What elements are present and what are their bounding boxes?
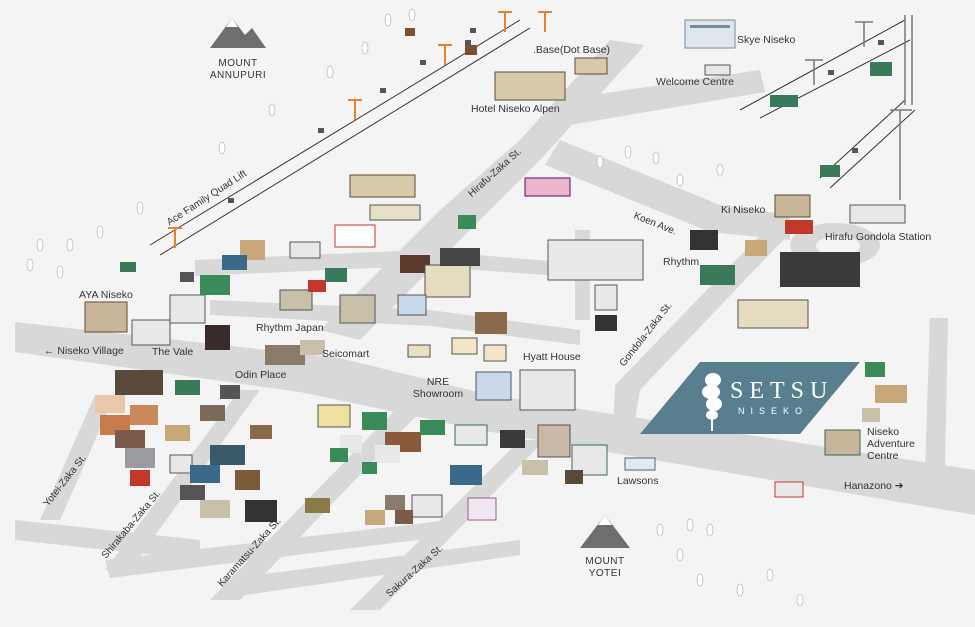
- shirakaba-zaka-road: [105, 390, 260, 570]
- mountain-annupuri-line1: MOUNT: [218, 58, 258, 69]
- label-lawsons: Lawsons: [617, 475, 659, 487]
- koen-ave-road: [545, 140, 790, 240]
- label-hanazono[interactable]: Hanazono ➔: [844, 480, 904, 492]
- setsu-sub: NISEKO: [738, 406, 809, 416]
- label-nre-line1: NRE: [426, 376, 450, 388]
- mountain-icon-yotei: [580, 515, 630, 548]
- label-skye-niseko: Skye Niseko: [737, 34, 796, 46]
- label-welcome-centre: Welcome Centre: [656, 76, 735, 88]
- label-hotel-niseko-alpen: Hotel Niseko Alpen: [471, 103, 560, 115]
- lift-towers: [168, 11, 552, 248]
- label-adventure-line3: Centre: [867, 450, 899, 462]
- mid-street-2: [210, 300, 580, 345]
- label-odin-place: Odin Place: [235, 369, 287, 381]
- label-nre-showroom: NRE Showroom: [412, 376, 464, 400]
- label-aya-niseko: AYA Niseko: [79, 289, 133, 301]
- lower-road-1: [15, 520, 200, 560]
- setsu-site: [640, 362, 860, 434]
- gondola-zaka-road: [612, 235, 785, 450]
- label-niseko-village[interactable]: ← Niseko Village: [44, 345, 124, 357]
- label-adventure-line1: Niseko: [867, 426, 900, 438]
- lower-road-3: [220, 540, 520, 598]
- label-the-vale: The Vale: [152, 346, 194, 358]
- mountain-annupuri-label: MOUNT ANNUPURI: [200, 58, 276, 82]
- mountain-annupuri-line2: ANNUPURI: [209, 70, 267, 81]
- gondola-towers: [805, 15, 913, 200]
- label-ki-niseko: Ki Niseko: [721, 204, 766, 216]
- yotei-zaka-road: [40, 395, 115, 520]
- lift-cables: [149, 19, 916, 256]
- label-adventure-line2: Adventure: [867, 438, 915, 450]
- tree-icons: [26, 8, 804, 607]
- label-hirafu-gondola-station: Hirafu Gondola Station: [825, 231, 932, 243]
- buildings: [84, 19, 907, 525]
- main-road: [15, 322, 975, 515]
- east-road: [925, 318, 948, 470]
- label-niseko-adventure-centre: Niseko Adventure Centre: [867, 426, 915, 462]
- label-seicomart: Seicomart: [322, 348, 370, 360]
- label-rhythm-japan: Rhythm Japan: [256, 322, 324, 334]
- label-hyatt-house: Hyatt House: [523, 351, 581, 363]
- mountain-yotei-label: MOUNT YOTEI: [575, 556, 635, 580]
- mountain-yotei-line1: MOUNT: [585, 556, 625, 567]
- label-nre-line2: Showroom: [412, 388, 464, 400]
- label-dot-base: .Base(Dot Base): [533, 44, 611, 56]
- setsu-name: SETSU: [730, 378, 834, 404]
- setsu-tree-logo: [702, 373, 722, 431]
- lower-road-2: [105, 520, 450, 578]
- setsu-logo: SETSU NISEKO: [640, 362, 860, 434]
- alpen-road: [560, 70, 765, 125]
- mountain-yotei-line2: YOTEI: [588, 568, 622, 579]
- mountain-icon-annupuri: [210, 18, 266, 48]
- label-rhythm: Rhythm: [663, 256, 700, 268]
